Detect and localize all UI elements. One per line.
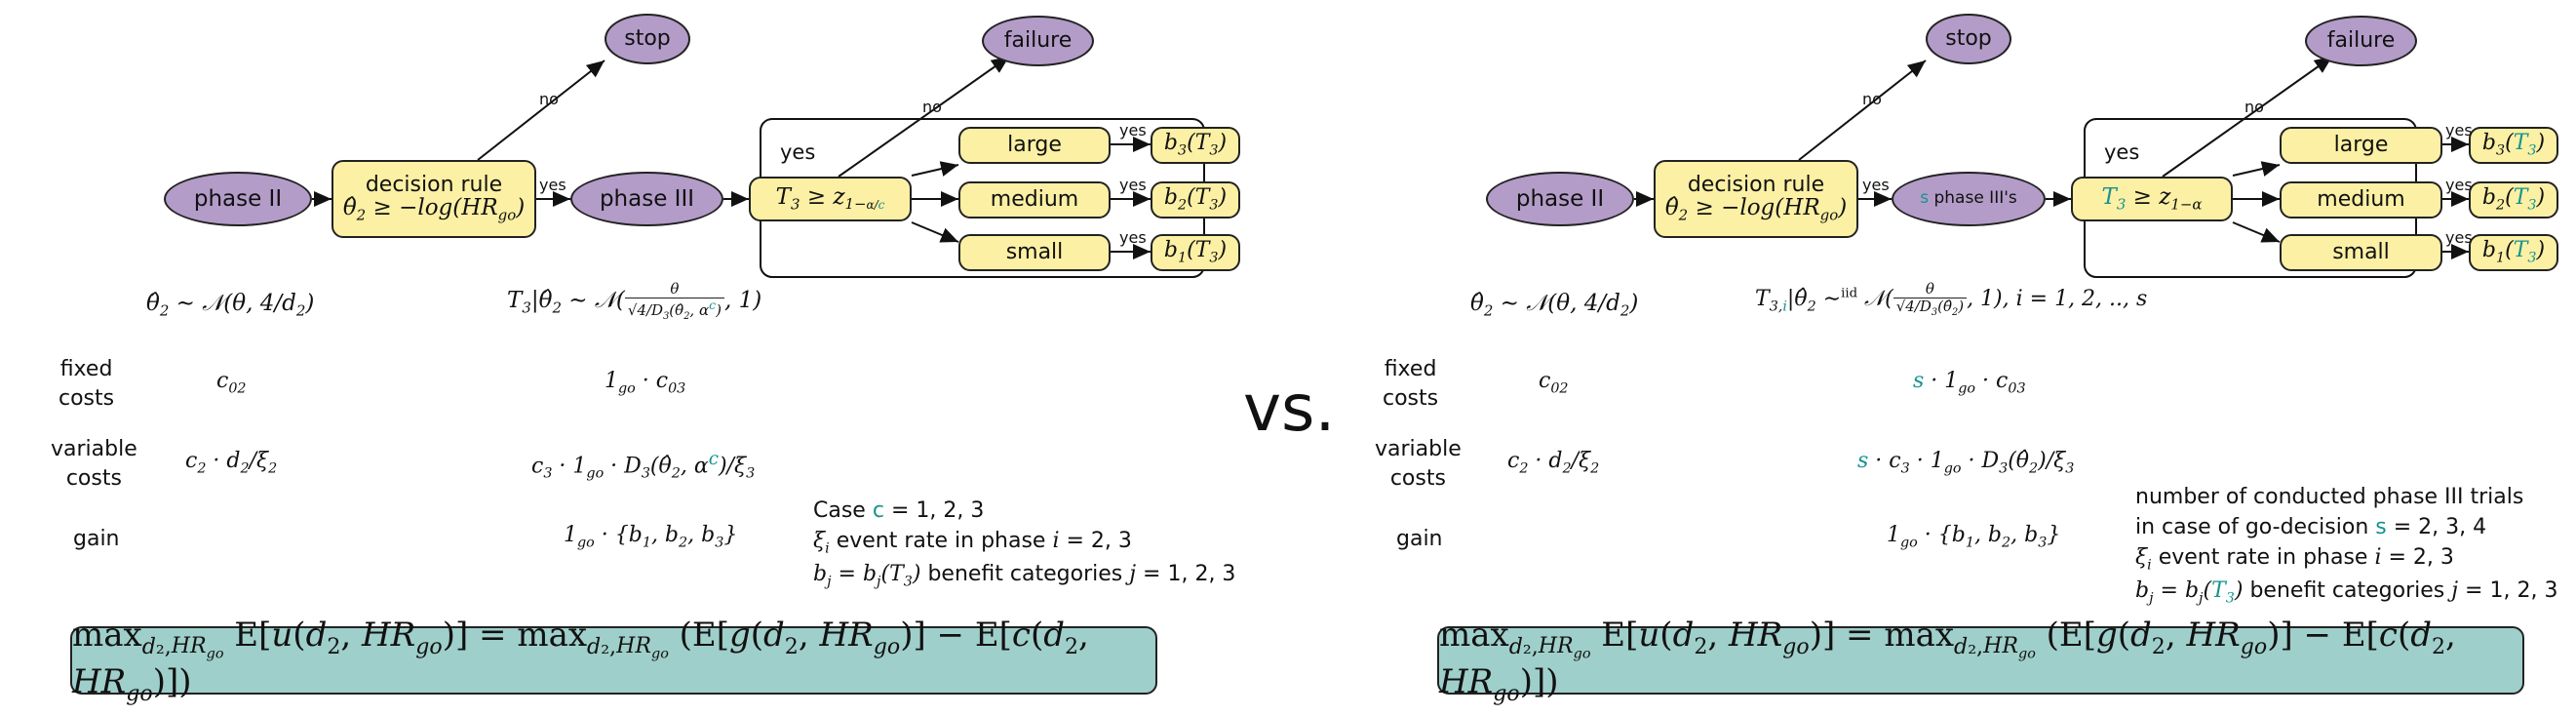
benefit-b1-node: b1(T3) <box>1151 234 1240 271</box>
note-event-rate-right: ξi event rate in phase i = 2, 3 <box>2135 545 2454 574</box>
note-event-rate: ξi event rate in phase i = 2, 3 <box>813 529 1132 557</box>
decision-rule-title-right: decision rule <box>1687 173 1825 198</box>
edge-yes-small: yes <box>1119 228 1147 247</box>
phase2-distribution: θ̂2 ∼ 𝒩(θ, 4/d2) <box>146 291 315 320</box>
failure-node-right: failure <box>2305 16 2417 66</box>
gain-phase3-right: 1go · {b1, b2, b3} <box>1887 523 2061 551</box>
phase3-distribution-right: T3,i|θ̂2 ∼iid 𝒩(θ√4/D3(θ̂2), 1), i = 1, … <box>1755 280 2148 318</box>
edge-no-stop-right: no <box>1862 90 1882 108</box>
medium-node-right: medium <box>2280 181 2442 219</box>
variable-cost-phase2-right: c2 · d2/ξ2 <box>1507 449 1600 477</box>
variable-costs-label-right: variable costs <box>1375 437 1462 491</box>
fixed-cost-phase3-right: s · 1go · c03 <box>1913 369 2026 397</box>
decision-rule-title: decision rule <box>365 173 503 198</box>
objective-formula: maxd₂,HRgo E[u(d2, HRgo)] = maxd₂,HRgo (… <box>70 616 1157 706</box>
decision-rule-node: decision rule θ̂2 ≥ −log(HRgo) <box>332 160 536 238</box>
gain-label-right: gain <box>1396 527 1443 551</box>
large-node-right: large <box>2280 127 2442 164</box>
phase3-node: phase III <box>570 172 723 226</box>
edge-yes-decision-right: yes <box>1862 176 1890 194</box>
edge-yes-large-right: yes <box>2445 121 2473 139</box>
note-benefit-right: bj = bj(T3) benefit categories j = 1, 2,… <box>2135 578 2558 607</box>
edge-yes-large: yes <box>1119 121 1147 139</box>
note-go-decision: in case of go-decision s = 2, 3, 4 <box>2135 515 2487 540</box>
benefit-b1-node-right: b1(T3) <box>2469 234 2558 271</box>
phase2-distribution-right: θ̂2 ∼ 𝒩(θ, 4/d2) <box>1470 291 1639 320</box>
edge-no-failure: no <box>922 98 942 116</box>
phase2-node-right: phase II <box>1486 172 1634 226</box>
variable-costs-label: variable costs <box>51 437 137 491</box>
edge-no-stop: no <box>539 90 559 108</box>
edge-yes-decision: yes <box>539 176 566 194</box>
stop-node: stop <box>605 14 690 64</box>
stop-node-right: stop <box>1926 14 2011 64</box>
benefit-b2-node-right: b2(T3) <box>2469 181 2558 219</box>
benefit-b2-node: b2(T3) <box>1151 181 1240 219</box>
decision-rule-node-right: decision rule θ̂2 ≥ −log(HRgo) <box>1654 160 1858 238</box>
edge-yes-group: yes <box>780 140 816 164</box>
decision-rule-formula-right: θ̂2 ≥ −log(HRgo) <box>1664 195 1848 224</box>
benefit-b3-node: b3(T3) <box>1151 127 1240 164</box>
note-case: Case c = 1, 2, 3 <box>813 498 985 523</box>
edge-yes-group-right: yes <box>2104 140 2140 164</box>
medium-node: medium <box>958 181 1111 219</box>
edge-yes-medium: yes <box>1119 176 1147 194</box>
notes-block: Case c = 1, 2, 3 ξi event rate in phase … <box>813 496 1235 592</box>
fixed-cost-phase2: c02 <box>216 369 247 397</box>
small-node: small <box>958 234 1111 271</box>
variable-cost-phase3: c3 · 1go · D3(θ̂2, αc)/ξ3 <box>531 449 756 482</box>
phase2-node: phase II <box>164 172 312 226</box>
edge-no-failure-right: no <box>2244 98 2264 116</box>
note-trials: number of conducted phase III trials <box>2135 485 2524 509</box>
failure-node: failure <box>982 16 1094 66</box>
variable-cost-phase2: c2 · d2/ξ2 <box>185 449 278 477</box>
note-benefit: bj = bj(T3) benefit categories j = 1, 2,… <box>813 561 1236 590</box>
fixed-cost-phase2-right: c02 <box>1539 369 1569 397</box>
decision-rule-formula: θ̂2 ≥ −log(HRgo) <box>342 195 526 224</box>
test-statistic-node: T3 ≥ z1−α/c <box>749 177 912 221</box>
fixed-cost-phase3: 1go · c03 <box>605 369 686 397</box>
small-node-right: small <box>2280 234 2442 271</box>
notes-block-right: number of conducted phase III trials in … <box>2135 482 2557 609</box>
phase3-node-right: s phase III's <box>1892 172 2046 226</box>
phase3-distribution: T3|θ̂2 ∼ 𝒩(θ√4/D3(θ̂2, αc), 1) <box>507 280 762 322</box>
objective-formula-right: maxd₂,HRgo E[u(d2, HRgo)] = maxd₂,HRgo (… <box>1437 616 2524 706</box>
fixed-costs-label: fixed costs <box>59 357 115 411</box>
benefit-b3-node-right: b3(T3) <box>2469 127 2558 164</box>
edge-yes-medium-right: yes <box>2445 176 2473 194</box>
versus-label: vs. <box>1243 371 1336 446</box>
gain-label: gain <box>73 527 120 551</box>
gain-phase3: 1go · {b1, b2, b3} <box>564 523 738 551</box>
variable-cost-phase3-right: s · c3 · 1go · D3(θ̂2)/ξ3 <box>1857 449 2075 477</box>
test-statistic-node-right: T3 ≥ z1−α <box>2071 177 2233 221</box>
large-node: large <box>958 127 1111 164</box>
fixed-costs-label-right: fixed costs <box>1383 357 1439 411</box>
edge-yes-small-right: yes <box>2445 228 2473 247</box>
